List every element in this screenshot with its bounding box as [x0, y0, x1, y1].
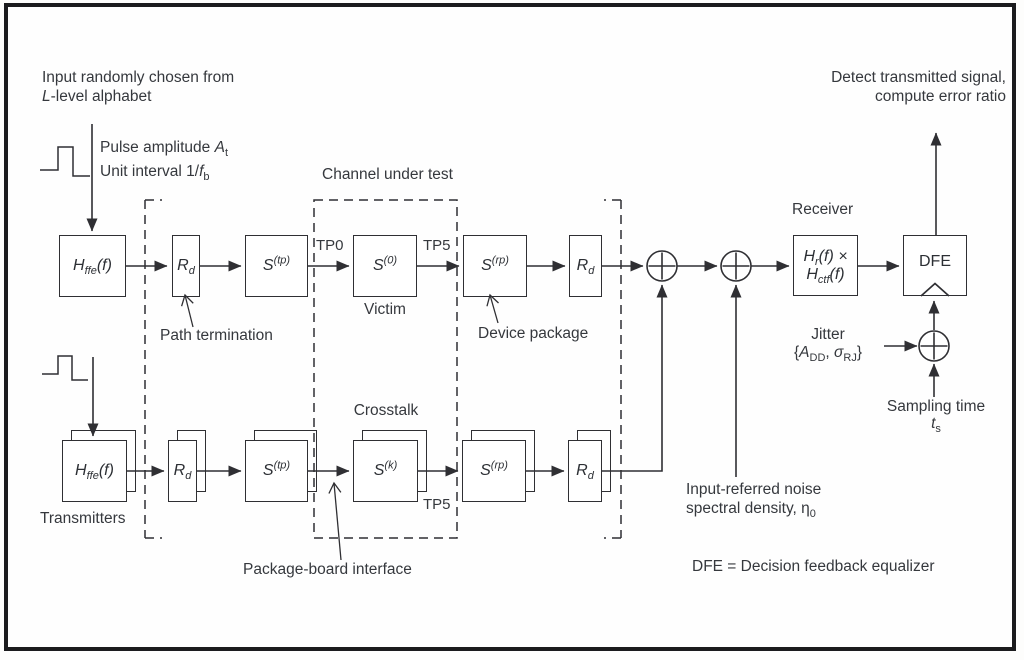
block-srp-top: S(rp) — [463, 235, 527, 297]
block-sk-crosstalk: S(k) — [353, 440, 418, 502]
channel-under-test-label: Channel under test — [322, 166, 453, 183]
block-rd-top-2: Rd — [569, 235, 602, 297]
transmitters-label: Transmitters — [40, 510, 126, 527]
jitter-note: Jitter {ADD, σRJ} — [793, 326, 863, 365]
block-stp-top: S(tp) — [245, 235, 308, 297]
sampling-time-note: Sampling time ts — [886, 398, 986, 436]
block-dfe: DFE — [903, 235, 967, 296]
block-hffe-top: Hffe(f) — [59, 235, 126, 297]
block-hffe-bottom: Hffe(f) — [62, 440, 127, 502]
receiver-label: Receiver — [792, 201, 854, 218]
tp5-top-label: TP5 — [423, 237, 451, 254]
tp5-bottom-label: TP5 — [423, 496, 451, 513]
block-srp-bottom: S(rp) — [462, 440, 526, 502]
tp0-label: TP0 — [316, 237, 344, 254]
victim-label: Victim — [364, 301, 406, 318]
path-termination-label: Path termination — [160, 327, 273, 344]
device-package-label: Device package — [478, 325, 589, 342]
figure-border — [4, 3, 1016, 651]
pulse-parameters-note: Pulse amplitude At Unit interval 1/fb — [100, 139, 228, 183]
block-receiver-filter: Hr(f) × Hctf(f) — [793, 235, 858, 296]
block-rd-top-1: Rd — [172, 235, 200, 297]
detect-signal-note: Detect transmitted signal, compute error… — [831, 69, 1006, 105]
dfe-definition-note: DFE = Decision feedback equalizer — [692, 558, 935, 575]
block-stp-bottom: S(tp) — [245, 440, 308, 502]
block-rd-bottom-1: Rd — [168, 440, 197, 502]
block-s0-victim: S(0) — [353, 235, 417, 297]
crosstalk-label: Crosstalk — [353, 402, 419, 419]
package-board-interface-label: Package-board interface — [243, 561, 412, 578]
noise-density-note: Input-referred noise spectral density, η… — [686, 481, 822, 521]
block-rd-bottom-2: Rd — [568, 440, 602, 502]
input-note: Input randomly chosen from L-level alpha… — [42, 69, 235, 105]
